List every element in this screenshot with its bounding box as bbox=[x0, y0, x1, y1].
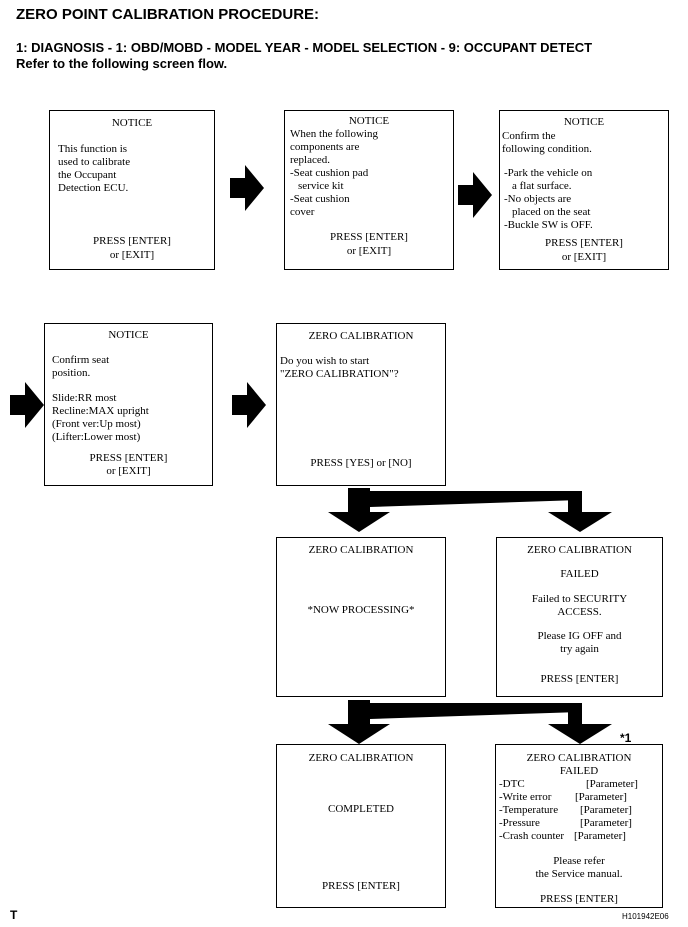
screen-line: placed on the seat bbox=[512, 206, 591, 218]
parameter-value: [Parameter] bbox=[580, 817, 632, 829]
screen-failed-security: ZERO CALIBRATION FAILED Failed to SECURI… bbox=[496, 537, 663, 697]
screen-prompt: PRESS [ENTER] bbox=[540, 893, 618, 905]
screen-notice-4: NOTICE Confirm seat position. Slide:RR m… bbox=[44, 323, 213, 486]
parameter-label: -Crash counter bbox=[499, 830, 565, 842]
branch-arrows-icon bbox=[328, 700, 612, 744]
parameter-value: [Parameter] bbox=[574, 830, 626, 842]
screen-line: Detection ECU. bbox=[58, 182, 129, 194]
right-arrow-icon bbox=[10, 382, 44, 428]
screen-line: Failed to SECURITY bbox=[531, 593, 628, 605]
screen-line: replaced. bbox=[290, 154, 330, 166]
screen-line: -Buckle SW is OFF. bbox=[504, 219, 593, 231]
screen-line: Recline:MAX upright bbox=[52, 405, 149, 417]
status-text: FAILED bbox=[559, 765, 599, 777]
screen-notice-3: NOTICE Confirm the following condition. … bbox=[499, 110, 669, 270]
branch-arrows-icon bbox=[328, 488, 612, 532]
screen-prompt: PRESS [ENTER] bbox=[545, 237, 623, 249]
screen-line: This function is bbox=[58, 143, 128, 155]
screen-prompt: PRESS [ENTER] bbox=[89, 452, 168, 464]
figure-id: H101942E06 bbox=[622, 912, 669, 921]
screen-title: NOTICE bbox=[563, 116, 605, 128]
screen-line: Slide:RR most bbox=[52, 392, 117, 404]
screen-title: NOTICE bbox=[348, 115, 390, 127]
screen-line: Do you wish to start bbox=[280, 355, 370, 367]
screen-prompt: or [EXIT] bbox=[106, 465, 151, 477]
screen-line: Confirm the bbox=[502, 130, 556, 142]
screen-title: ZERO CALIBRATION bbox=[308, 752, 414, 764]
screen-line: ACCESS. bbox=[557, 606, 602, 618]
right-arrow-icon bbox=[458, 172, 492, 218]
parameter-label: -Temperature bbox=[499, 804, 559, 816]
screen-line: Please IG OFF and bbox=[537, 630, 622, 642]
menu-path: 1: DIAGNOSIS - 1: OBD/MOBD - MODEL YEAR … bbox=[16, 40, 593, 55]
footer-left-mark: T bbox=[10, 908, 18, 922]
screen-line: -No objects are bbox=[504, 193, 572, 205]
screen-completed: ZERO CALIBRATION COMPLETED PRESS [ENTER] bbox=[276, 744, 446, 908]
right-arrow-icon bbox=[230, 165, 264, 211]
screen-line: -Park the vehicle on bbox=[504, 167, 593, 179]
screen-prompt: PRESS [ENTER] bbox=[93, 235, 171, 247]
header-subtitle: 1: DIAGNOSIS - 1: OBD/MOBD - MODEL YEAR … bbox=[16, 40, 592, 72]
screen-prompt: PRESS [YES] or [NO] bbox=[310, 457, 412, 469]
screen-prompt: or [EXIT] bbox=[346, 245, 392, 257]
screen-title: ZERO CALIBRATION bbox=[308, 544, 414, 556]
screen-title: NOTICE bbox=[108, 329, 149, 341]
status-text: FAILED bbox=[560, 568, 599, 580]
page-title: ZERO POINT CALIBRATION PROCEDURE: bbox=[16, 6, 320, 23]
screen-notice-1: NOTICE This function is used to calibrat… bbox=[49, 110, 215, 270]
screen-line: a flat surface. bbox=[512, 180, 572, 192]
status-text: COMPLETED bbox=[328, 803, 394, 815]
screen-line: try again bbox=[560, 643, 599, 655]
parameter-value: [Parameter] bbox=[575, 791, 627, 803]
screen-title: ZERO CALIBRATION bbox=[526, 752, 632, 764]
screen-title: NOTICE bbox=[111, 117, 153, 129]
parameter-value: [Parameter] bbox=[586, 778, 638, 790]
parameter-label: -Write error bbox=[499, 791, 552, 803]
screen-prompt: or [EXIT] bbox=[109, 249, 155, 261]
screen-line: When the following bbox=[290, 128, 378, 140]
screen-line: the Occupant bbox=[58, 169, 117, 181]
screen-line: service kit bbox=[298, 180, 344, 192]
screen-line: Confirm seat bbox=[52, 354, 110, 366]
screen-notice-2: NOTICE When the following components are… bbox=[284, 110, 454, 270]
parameter-label: -DTC bbox=[499, 778, 525, 790]
screen-line: components are bbox=[290, 141, 360, 153]
screen-line: position. bbox=[52, 367, 91, 379]
screen-prompt: PRESS [ENTER] bbox=[330, 231, 408, 243]
screen-prompt: PRESS [ENTER] bbox=[540, 673, 619, 685]
screen-prompt: or [EXIT] bbox=[561, 251, 607, 263]
screen-failed-parameters: ZERO CALIBRATION FAILED -DTC [Parameter]… bbox=[495, 744, 663, 908]
screen-line: "ZERO CALIBRATION"? bbox=[280, 368, 399, 380]
screen-line: Please refer bbox=[553, 855, 605, 867]
parameter-label: -Pressure bbox=[499, 817, 540, 829]
status-text: *NOW PROCESSING* bbox=[307, 604, 415, 616]
instruction-text: Refer to the following screen flow. bbox=[16, 56, 228, 71]
screen-zero-calibration-start: ZERO CALIBRATION Do you wish to start "Z… bbox=[276, 323, 446, 486]
screen-line: (Front ver:Up most) bbox=[52, 418, 141, 430]
screen-line: (Lifter:Lower most) bbox=[52, 431, 141, 443]
screen-title: ZERO CALIBRATION bbox=[308, 330, 414, 342]
screen-line: following condition. bbox=[502, 143, 592, 155]
screen-line: cover bbox=[290, 206, 315, 218]
screen-line: the Service manual. bbox=[535, 868, 623, 880]
parameter-value: [Parameter] bbox=[580, 804, 632, 816]
note-marker: *1 bbox=[620, 731, 632, 745]
screen-line: -Seat cushion bbox=[290, 193, 350, 205]
right-arrow-icon bbox=[232, 382, 266, 428]
screen-title: ZERO CALIBRATION bbox=[527, 544, 632, 556]
screen-line: used to calibrate bbox=[58, 156, 131, 168]
screen-line: -Seat cushion pad bbox=[290, 167, 369, 179]
screen-prompt: PRESS [ENTER] bbox=[322, 880, 400, 892]
screen-now-processing: ZERO CALIBRATION *NOW PROCESSING* bbox=[276, 537, 446, 697]
